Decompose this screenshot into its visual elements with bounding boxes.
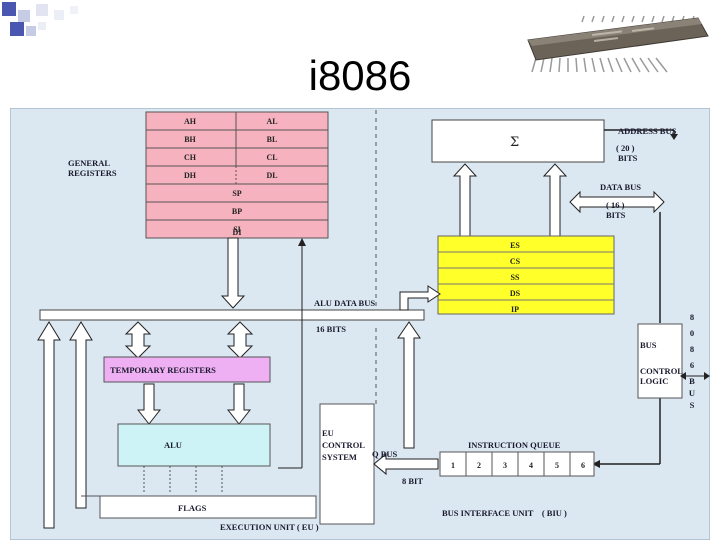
general-registers-label-2: REGISTERS xyxy=(68,168,117,178)
reg-dl: DL xyxy=(266,171,277,180)
bus-control-logic-block xyxy=(637,323,683,399)
regs-to-bus-arrow xyxy=(220,237,246,309)
bus-8086-digit-2: 0 xyxy=(690,328,694,338)
general-registers-label-1: GENERAL xyxy=(68,158,110,168)
queue-cell-3: 3 xyxy=(503,461,507,470)
instruction-queue-label: INSTRUCTION QUEUE xyxy=(468,440,561,450)
seg-to-adder-arrow-2 xyxy=(542,163,568,237)
reg-di-label: DI xyxy=(233,228,242,237)
bus-8086-digit-1: 8 xyxy=(690,312,694,322)
chip-icon xyxy=(527,15,709,73)
bus-interface-unit-label: BUS INTERFACE UNIT ( BIU ) xyxy=(442,508,567,518)
reg-al: AL xyxy=(266,117,277,126)
seg-to-adder-arrow-1 xyxy=(452,163,478,237)
alu-label: ALU xyxy=(164,440,182,450)
address-bus-label: ADDRESS BUS xyxy=(618,126,677,136)
alu-data-bus-label: ALU DATA BUS xyxy=(314,298,375,308)
address-adder xyxy=(431,119,605,163)
reg-ah: AH xyxy=(184,117,197,126)
bus-word-s: S xyxy=(690,400,695,410)
left-up-arrow-1 xyxy=(37,321,61,529)
reg-ch: CH xyxy=(184,153,197,162)
bus-word-b: B xyxy=(689,376,695,386)
data-bus-width: ( 16 ) xyxy=(606,200,625,210)
reg-bp: BP xyxy=(232,207,242,216)
reg-cl: CL xyxy=(266,153,277,162)
flags-block xyxy=(99,495,317,519)
flags-label: FLAGS xyxy=(178,503,207,513)
bus-8086-digit-3: 8 xyxy=(690,344,694,354)
block-diagram: AH AL BH BL CH CL DH DL SP BP SI DI DI G… xyxy=(10,108,710,540)
queue-cell-6: 6 xyxy=(581,461,585,470)
reg-es: ES xyxy=(510,241,520,250)
data-bus-label: DATA BUS xyxy=(600,182,641,192)
execution-unit-label: EXECUTION UNIT ( EU ) xyxy=(220,522,319,532)
temp-alu-arrow-1 xyxy=(136,383,162,425)
eu-control-label-2: CONTROL xyxy=(322,440,365,450)
queue-up-arrow xyxy=(397,321,421,449)
bus-control-label-1: BUS xyxy=(640,340,657,350)
slide-title: i8086 xyxy=(308,52,412,99)
bus-control-label-2: CONTROL xyxy=(640,366,683,376)
data-bus-arrow xyxy=(569,190,665,214)
bus-8086-digit-4: 6 xyxy=(690,360,694,370)
instruction-queue: 1 2 3 4 5 6 xyxy=(439,451,595,477)
temp-alu-arrow-2 xyxy=(226,383,252,425)
reg-ss: SS xyxy=(511,273,520,282)
sigma-symbol: Σ xyxy=(510,135,519,150)
seg-to-bus-arrow xyxy=(399,285,441,311)
alu-data-bus xyxy=(39,309,425,321)
queue-cell-1: 1 xyxy=(451,461,455,470)
temporary-registers-block xyxy=(103,356,271,383)
address-bus-bits: BITS xyxy=(618,153,638,163)
segment-registers-block: ES CS SS DS IP xyxy=(437,235,615,315)
temporary-registers-label: TEMPORARY REGISTERS xyxy=(110,365,216,375)
reg-dh: DH xyxy=(184,171,197,180)
reg-bl: BL xyxy=(267,135,278,144)
eu-control-block xyxy=(319,403,375,525)
q-bus-arrow xyxy=(373,452,439,476)
alu-data-bus-bits: 16 BITS xyxy=(316,324,346,334)
address-bus-width: ( 20 ) xyxy=(616,143,635,153)
reg-si: SI xyxy=(233,225,241,234)
reg-ip: IP xyxy=(511,305,519,314)
q-bus-label: Q BUS xyxy=(372,449,398,459)
queue-cell-5: 5 xyxy=(555,461,559,470)
eight-bit-label: 8 BIT xyxy=(402,476,423,486)
eu-control-label-1: EU xyxy=(322,428,334,438)
general-registers-block: AH AL BH BL CH CL DH DL SP BP SI DI xyxy=(145,111,329,239)
reg-cs: CS xyxy=(510,257,521,266)
reg-bh: BH xyxy=(184,135,196,144)
bus-word-u: U xyxy=(689,388,695,398)
reg-ds: DS xyxy=(510,289,521,298)
reg-sp: SP xyxy=(232,189,241,198)
data-bus-bits: BITS xyxy=(606,210,626,220)
queue-cell-2: 2 xyxy=(477,461,481,470)
queue-cell-4: 4 xyxy=(529,461,533,470)
bus-control-label-3: LOGIC xyxy=(640,376,668,386)
alu-block xyxy=(117,423,271,467)
decorative-squares xyxy=(2,2,78,36)
left-up-arrow-2 xyxy=(69,321,93,509)
eu-control-label-3: SYSTEM xyxy=(322,452,357,462)
